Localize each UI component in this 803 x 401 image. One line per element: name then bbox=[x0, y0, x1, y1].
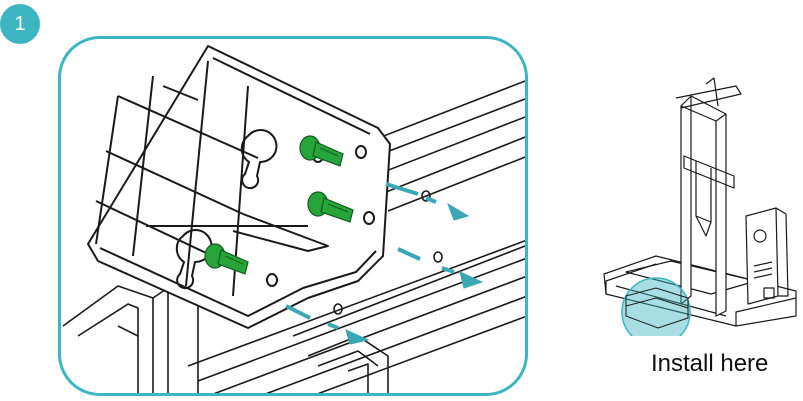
mounting-bracket-plate bbox=[88, 46, 390, 328]
install-here-caption: Install here bbox=[651, 350, 768, 378]
direction-arrow-icon bbox=[386, 184, 468, 220]
step-number-badge: 1 bbox=[0, 4, 40, 44]
bracket-assembly-illustration bbox=[58, 36, 528, 396]
printer-overview-illustration bbox=[596, 76, 803, 336]
detail-view-frame bbox=[58, 36, 528, 396]
direction-arrow-icon bbox=[398, 249, 482, 288]
rail-hole bbox=[434, 252, 442, 262]
